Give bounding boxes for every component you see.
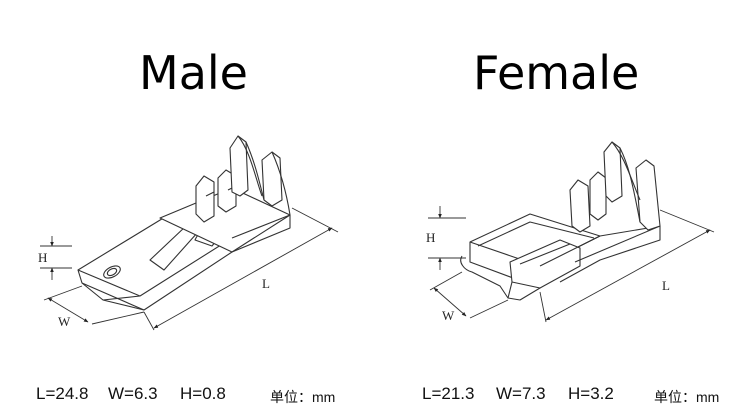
male-dim-h: H=0.8 [180, 384, 226, 403]
male-dimension-lines [40, 207, 339, 331]
female-dim-w: W=7.3 [496, 384, 546, 403]
male-dim-l: L=24.8 [36, 384, 89, 403]
male-terminal-drawing [77, 135, 291, 311]
female-dim-l: L=21.3 [422, 384, 475, 403]
female-dimension-lines [428, 206, 715, 323]
female-dim-h: H=3.2 [568, 384, 614, 403]
male-dim-w: W=6.3 [108, 384, 158, 403]
female-unit: 单位：mm [654, 389, 720, 405]
male-l-label: L [262, 276, 270, 291]
female-h-label: H [426, 230, 435, 245]
male-title: Male [139, 46, 248, 100]
female-l-label: L [662, 278, 670, 293]
female-terminal-drawing [460, 141, 661, 301]
male-w-label: W [58, 314, 71, 329]
male-unit: 单位：mm [270, 389, 336, 405]
male-h-label: H [38, 250, 47, 265]
female-title: Female [473, 46, 640, 100]
female-w-label: W [442, 308, 455, 323]
